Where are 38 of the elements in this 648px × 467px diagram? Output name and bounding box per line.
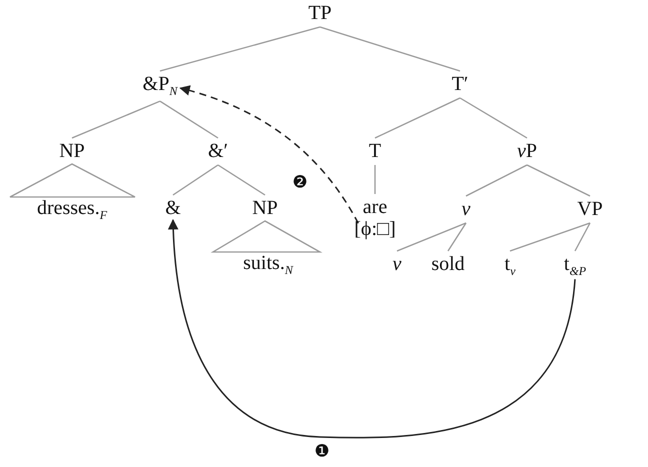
tree-node-label: T bbox=[368, 140, 382, 162]
tree-node-label: suits.$_{N}$ bbox=[243, 252, 293, 278]
tree-node-label: t$_{&P}$ bbox=[564, 253, 586, 278]
tree-node-label: NP bbox=[59, 140, 85, 162]
tree-node-label: &′ bbox=[208, 140, 228, 162]
tree-node-label: v bbox=[392, 253, 402, 275]
tree-branch bbox=[374, 165, 376, 194]
tree-branch bbox=[160, 100, 218, 139]
tree-branch bbox=[172, 164, 218, 196]
tree-node-label: [ϕ:□] bbox=[354, 218, 396, 240]
tree-branch bbox=[574, 222, 591, 252]
tree-node-label: & bbox=[165, 197, 181, 219]
tree-branch bbox=[320, 26, 460, 72]
movement-arrow bbox=[179, 86, 359, 224]
tree-branch bbox=[526, 164, 590, 197]
tree-node-label: dresses.$_{F}$ bbox=[36, 197, 108, 222]
tree-node-label: TP bbox=[308, 2, 332, 24]
tree-node-label: &P$_{N}$ bbox=[142, 73, 178, 98]
tree-branch bbox=[72, 100, 160, 139]
tree-node-label: vP bbox=[517, 140, 537, 162]
tree-branch bbox=[447, 222, 467, 252]
triangle-branch bbox=[9, 163, 136, 198]
tree-node-label: VP bbox=[577, 198, 603, 220]
tree-node-label: v bbox=[462, 198, 470, 220]
tree-node-label: are bbox=[362, 196, 388, 218]
tree-branch bbox=[396, 222, 466, 252]
tree-node-label: sold bbox=[431, 253, 465, 275]
tree-node-label: t$_{v}$ bbox=[504, 253, 516, 278]
triangle-branch bbox=[210, 220, 322, 253]
tree-node-label: T′ bbox=[452, 73, 468, 95]
tree-branch bbox=[466, 164, 528, 197]
tree-branch bbox=[218, 164, 266, 196]
tree-branch bbox=[510, 222, 590, 252]
movement-arrow bbox=[168, 218, 576, 438]
tree-branch bbox=[460, 97, 528, 139]
tree-branch bbox=[374, 97, 460, 139]
tree-branch bbox=[160, 26, 320, 72]
tree-node-label: NP bbox=[252, 197, 278, 219]
